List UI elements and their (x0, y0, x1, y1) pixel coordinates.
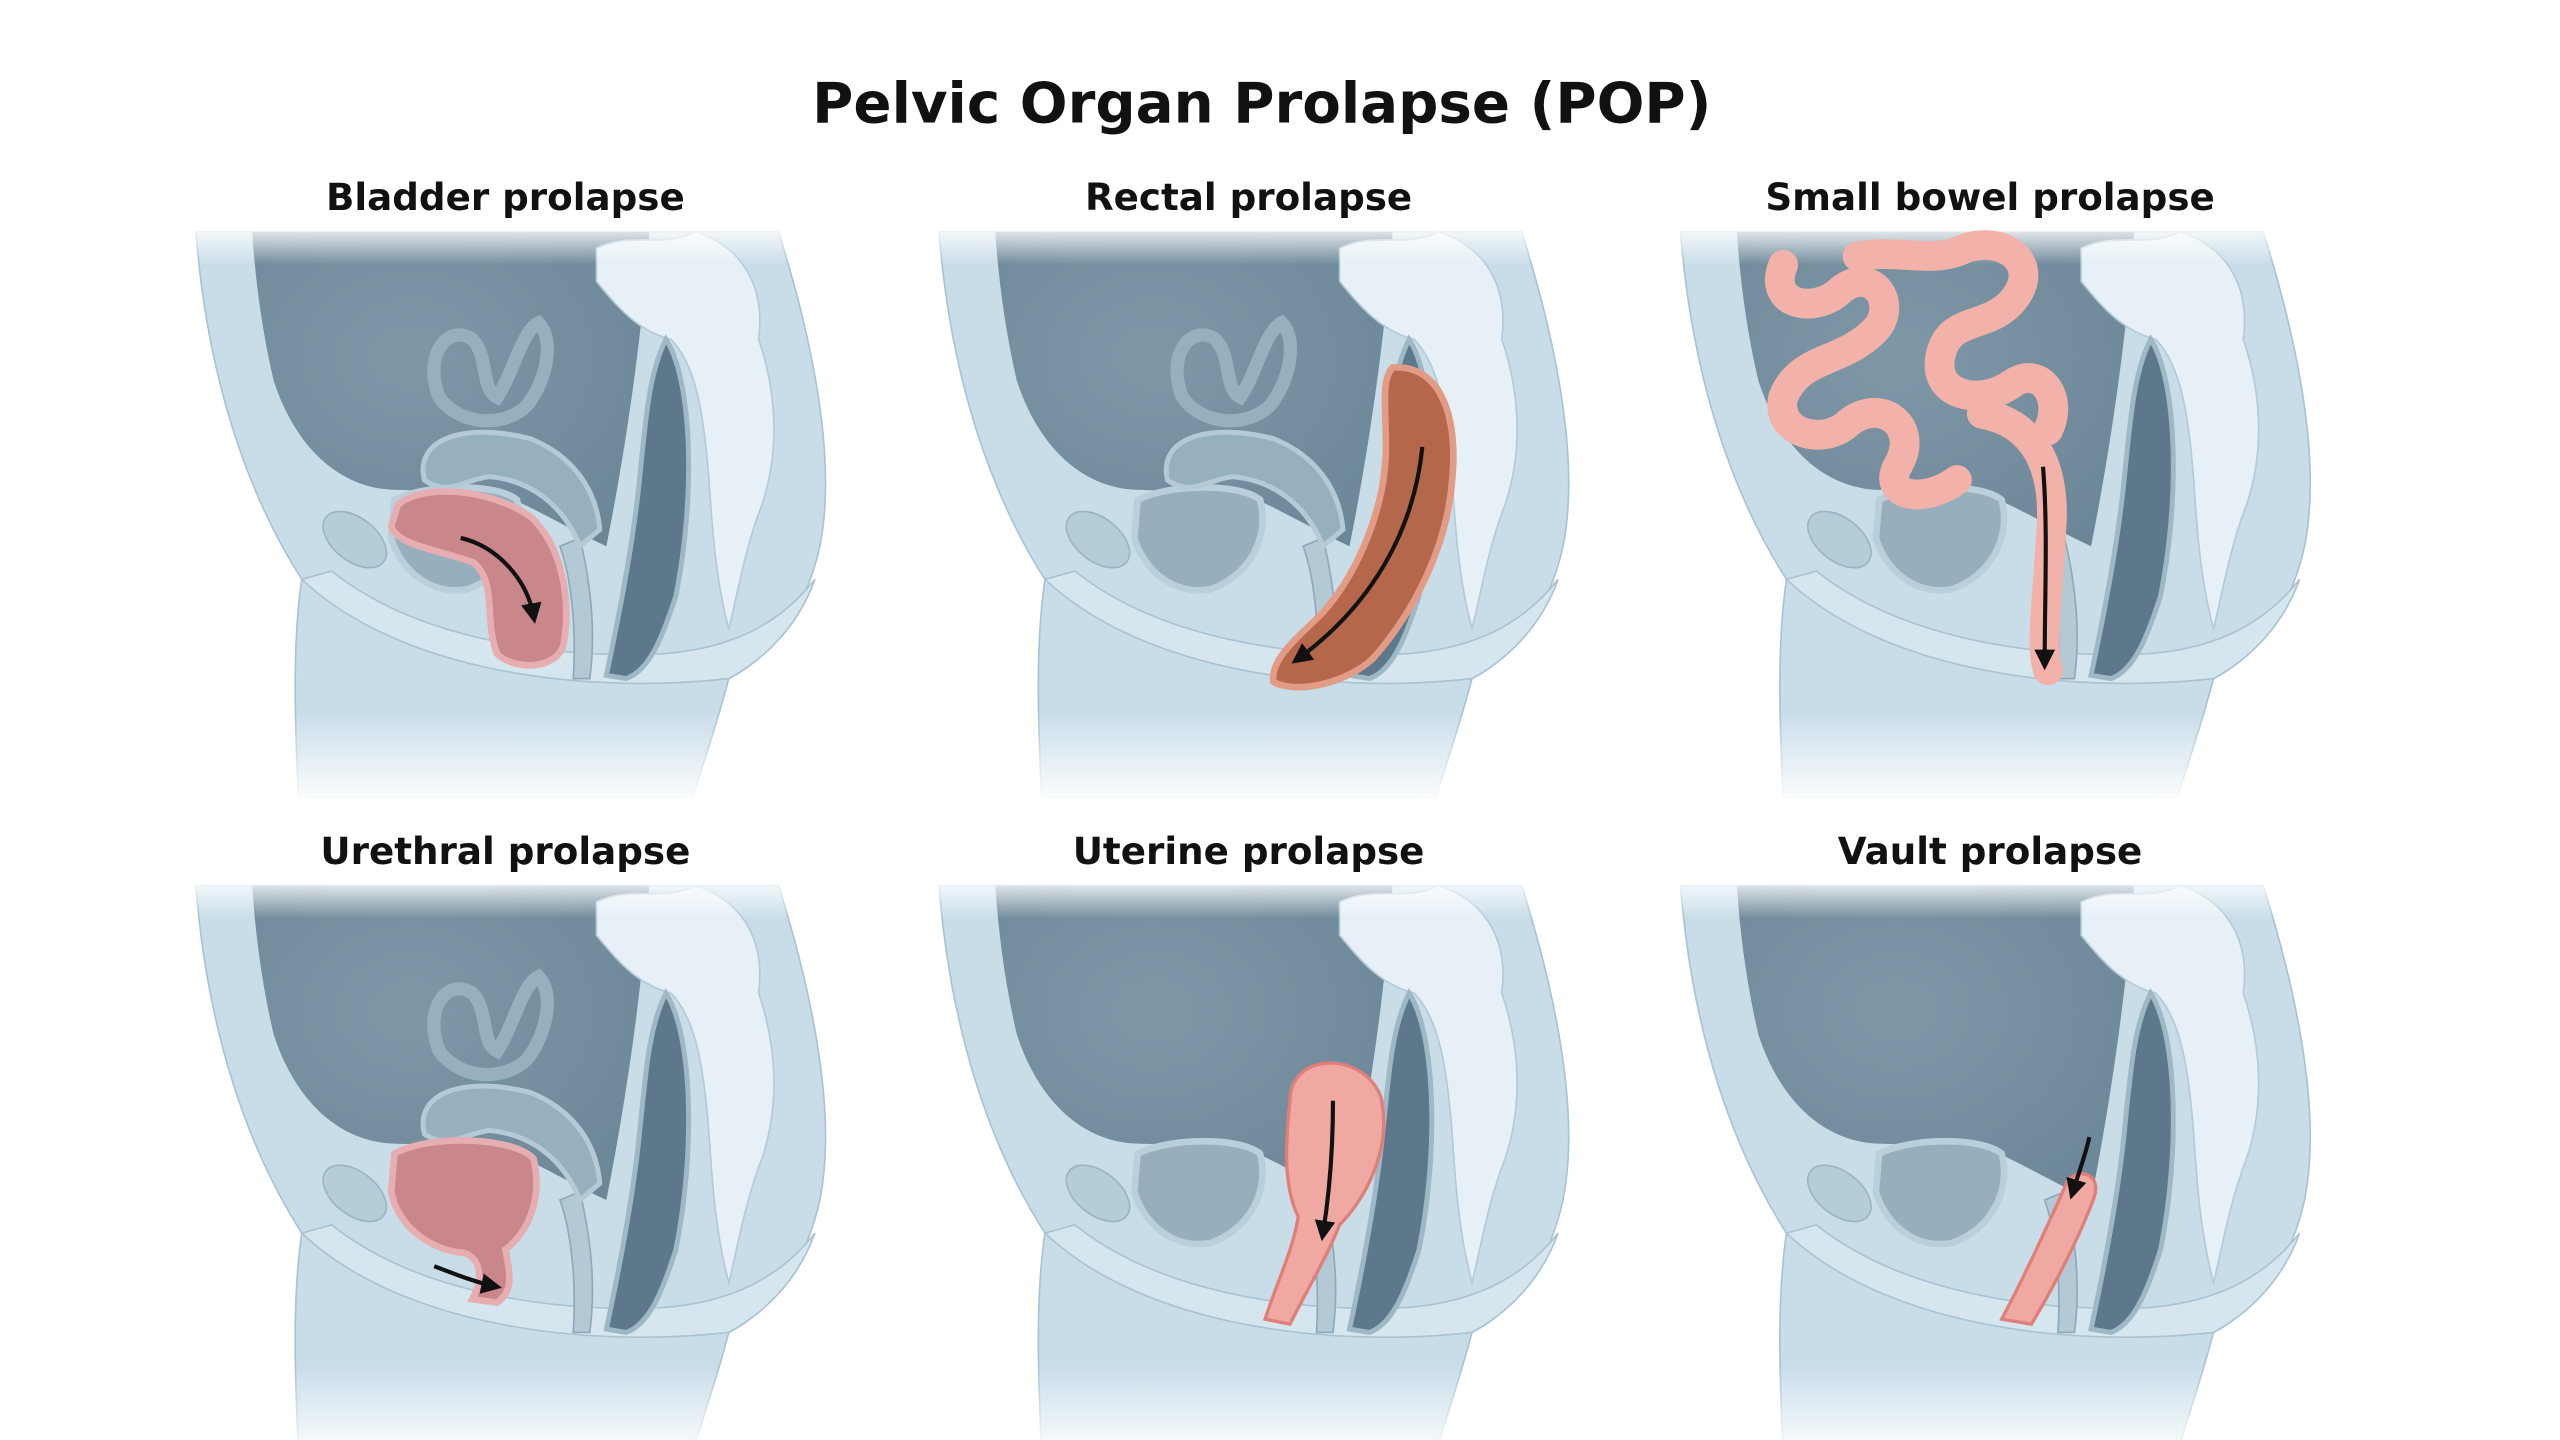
arrow-icon (433, 1264, 502, 1294)
panel-label: Vault prolapse (1838, 829, 2142, 873)
uterus-highlight (1262, 1061, 1386, 1327)
pelvis-base (1667, 876, 2329, 1440)
bladder-highlight (387, 1137, 540, 1307)
panel-small-bowel-prolapse: Small bowel prolapse (1667, 175, 2329, 804)
panel-label: Uterine prolapse (1073, 829, 1425, 873)
arrow-icon (1291, 446, 1425, 664)
vault-highlight (1999, 1172, 2098, 1326)
pelvis-base (926, 222, 1588, 805)
arrow-icon (460, 535, 542, 624)
rectum-highlight (1269, 364, 1457, 691)
arrow-icon (2066, 1136, 2092, 1200)
panel-rectal-prolapse: Rectal prolapse (926, 175, 1588, 804)
panel-uterine-prolapse: Uterine prolapse (926, 829, 1588, 1440)
panel-label: Urethral prolapse (320, 829, 690, 873)
panel-bladder-prolapse: Bladder prolapse (183, 175, 845, 804)
page-title: Pelvic Organ Prolapse (POP) (812, 71, 1711, 136)
panel-urethral-prolapse: Urethral prolapse (183, 829, 845, 1440)
panel-label: Small bowel prolapse (1765, 175, 2214, 219)
arrow-icon (1314, 1100, 1336, 1242)
panel-label: Bladder prolapse (326, 175, 685, 219)
arrow-icon (2034, 466, 2056, 671)
panel-vault-prolapse: Vault prolapse (1667, 829, 2329, 1440)
pelvis-base (926, 876, 1588, 1440)
panel-label: Rectal prolapse (1085, 175, 1412, 219)
